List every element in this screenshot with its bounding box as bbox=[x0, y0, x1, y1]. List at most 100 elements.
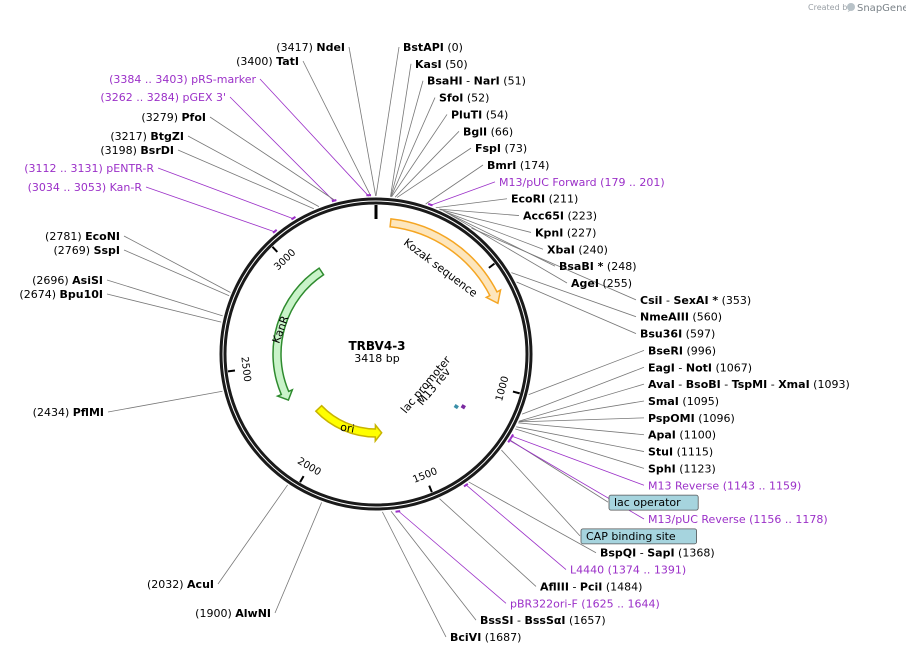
btgzi-site: (3217) BtgZI bbox=[110, 130, 184, 143]
site-coordinate: (0) bbox=[447, 41, 463, 54]
site-leader-line bbox=[390, 97, 436, 197]
svg-text:(2434) PflMI: (2434) PflMI bbox=[33, 406, 104, 419]
site-leader-line bbox=[501, 449, 581, 537]
site-leader-line bbox=[521, 366, 645, 415]
primer-binding-mark bbox=[507, 437, 512, 443]
site-leader-line bbox=[390, 511, 477, 621]
m13-puc-forward-primer: M13/pUC Forward (179 .. 201) bbox=[499, 176, 665, 189]
backbone-inner bbox=[223, 201, 529, 507]
svg-text:ApaI (1100): ApaI (1100) bbox=[648, 429, 716, 442]
site-coordinate: (597) bbox=[686, 328, 716, 341]
site-leader-line bbox=[396, 147, 472, 198]
site-leader-line bbox=[390, 63, 412, 197]
site-leader-line bbox=[518, 417, 645, 423]
svg-text:BciVI (1687): BciVI (1687) bbox=[450, 631, 521, 644]
site-coordinate: (66) bbox=[491, 125, 514, 138]
site-leader-line bbox=[217, 484, 288, 585]
ecori-site: EcoRI (211) bbox=[511, 193, 578, 206]
svg-text:PspOMI (1096): PspOMI (1096) bbox=[648, 412, 735, 425]
tick-label: 1500 bbox=[411, 466, 439, 486]
site-coordinate: (3279) bbox=[141, 111, 178, 124]
site-leader-line bbox=[107, 390, 223, 413]
svg-text:AgeI (255): AgeI (255) bbox=[571, 277, 632, 290]
site-name: SmaI bbox=[648, 395, 679, 408]
primer-binding-mark bbox=[463, 482, 469, 488]
bsabi-site: BsaBI * (248) bbox=[559, 260, 637, 273]
lac-promoter-label: lac promoter bbox=[398, 353, 454, 416]
l4440-primer: L4440 (1374 .. 1391) bbox=[570, 564, 686, 577]
site-name: BtgZI bbox=[150, 130, 184, 143]
smai-site: SmaI (1095) bbox=[648, 395, 719, 408]
site-coordinate: (1123) bbox=[679, 462, 716, 475]
bcivi-site: BciVI (1687) bbox=[450, 631, 521, 644]
svg-text:FspI (73): FspI (73) bbox=[475, 142, 527, 155]
site-coordinate: (1374 .. 1391) bbox=[608, 564, 687, 577]
site-name: BseRI bbox=[648, 344, 683, 357]
site-coordinate: (1143 .. 1159) bbox=[723, 479, 802, 492]
svg-text:(2696) AsiSI: (2696) AsiSI bbox=[32, 274, 103, 287]
xbai-site: XbaI (240) bbox=[547, 243, 608, 256]
svg-text:BsaBI * (248): BsaBI * (248) bbox=[559, 260, 637, 273]
svg-text:BspQI - SapI (1368): BspQI - SapI (1368) bbox=[600, 547, 715, 560]
separator: - bbox=[767, 378, 778, 391]
kpni-site: KpnI (227) bbox=[535, 226, 596, 239]
site-leader-line bbox=[516, 281, 637, 334]
pentr-r-primer: (3112 .. 3131) pENTR-R bbox=[24, 162, 154, 175]
feature-box bbox=[580, 528, 697, 545]
separator: - bbox=[463, 75, 474, 88]
site-leader-line bbox=[447, 212, 568, 284]
site-coordinate: (174) bbox=[520, 159, 550, 172]
site-leader-line bbox=[123, 235, 231, 293]
site-coordinate: (2032) bbox=[147, 578, 184, 591]
svg-text:BseRI (996): BseRI (996) bbox=[648, 344, 716, 357]
svg-text:EcoRI (211): EcoRI (211) bbox=[511, 193, 578, 206]
site-name: BsaBI * bbox=[559, 260, 604, 273]
site-name: BmrI bbox=[487, 159, 516, 172]
primer-binding-mark bbox=[427, 202, 433, 207]
plasmid-name: TRBV4-3 bbox=[348, 339, 405, 353]
tick-mark bbox=[512, 390, 520, 395]
site-name: BssSI bbox=[480, 614, 514, 627]
site-coordinate: (73) bbox=[505, 142, 528, 155]
site-name: PfoI bbox=[182, 111, 207, 124]
site-coordinate: (223) bbox=[567, 210, 597, 223]
separator: - bbox=[514, 614, 525, 627]
site-name: PflMI bbox=[73, 406, 104, 419]
site-name: XbaI bbox=[547, 243, 575, 256]
site-labels: BstAPI (0)KasI (50)BsaHI - NarI (51)SfoI… bbox=[19, 41, 849, 644]
site-leader-line bbox=[187, 135, 320, 208]
site-name: SspI bbox=[94, 244, 120, 257]
site-coordinate: (2674) bbox=[19, 288, 56, 301]
acui-site: (2032) AcuI bbox=[147, 578, 214, 591]
svg-text:EagI - NotI (1067): EagI - NotI (1067) bbox=[648, 361, 752, 374]
site-coordinate: (1900) bbox=[195, 607, 232, 620]
site-coordinate: (54) bbox=[486, 108, 509, 121]
svg-text:(3400) TatI: (3400) TatI bbox=[236, 55, 299, 68]
site-leader-line bbox=[518, 422, 645, 436]
tick-label: 1000 bbox=[494, 375, 511, 402]
afliii-site: AflIII - PciI (1484) bbox=[540, 580, 642, 593]
primer-binding-mark bbox=[331, 199, 337, 203]
tick-label: 2000 bbox=[295, 456, 323, 478]
pspomi-site: PspOMI (1096) bbox=[648, 412, 735, 425]
site-leader-line bbox=[528, 350, 645, 396]
site-leader-line bbox=[397, 510, 507, 604]
site-name: BspQI bbox=[600, 547, 636, 560]
site-name: M13/pUC Reverse bbox=[648, 513, 746, 526]
site-name: SapI bbox=[647, 547, 674, 560]
tati-site: (3400) TatI bbox=[236, 55, 299, 68]
bsahi-site: BsaHI - NarI (51) bbox=[427, 75, 526, 88]
site-name: M13/pUC Forward bbox=[499, 176, 597, 189]
site-leader-line bbox=[425, 164, 484, 205]
ori-feature bbox=[314, 404, 383, 444]
tick-mark bbox=[299, 475, 305, 483]
csii-site: CsiI - SexAI * (353) bbox=[640, 294, 751, 307]
plasmid-length: 3418 bp bbox=[354, 352, 399, 365]
asisi-site: (2696) AsiSI bbox=[32, 274, 103, 287]
site-coordinate: (1687) bbox=[485, 631, 522, 644]
site-leader-line bbox=[468, 481, 597, 554]
pbr322ori-f-primer: pBR322ori-F (1625 .. 1644) bbox=[510, 597, 660, 610]
site-coordinate: (3262 .. 3284) bbox=[100, 91, 179, 104]
site-name: KpnI bbox=[535, 226, 563, 239]
avai-site: AvaI - BsoBI - TspMI - XmaI (1093) bbox=[648, 378, 850, 391]
